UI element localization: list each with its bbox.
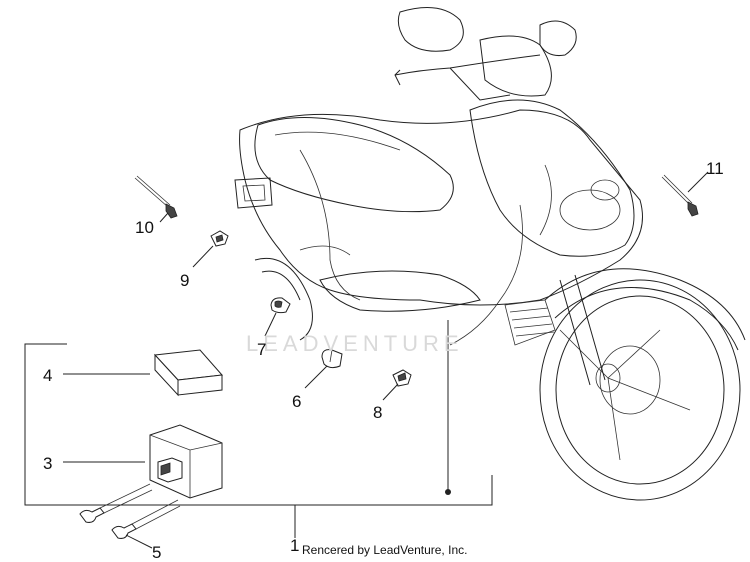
- watermark: LEADVENTURE: [246, 331, 464, 356]
- callout-7[interactable]: 7: [257, 340, 267, 359]
- part-3-battery-box: [149, 424, 223, 499]
- part-6-clip: [321, 349, 343, 369]
- callout-9[interactable]: 9: [180, 271, 190, 290]
- leader-7: [264, 312, 277, 337]
- part-8-clip: [392, 369, 412, 387]
- part-9-clip: [210, 230, 229, 247]
- leader-10: [159, 212, 169, 223]
- callout-8[interactable]: 8: [373, 403, 383, 422]
- part-10-cable-tie: [134, 175, 178, 219]
- callout-1[interactable]: 1: [290, 536, 300, 555]
- callout-6[interactable]: 6: [292, 392, 302, 411]
- leader-9: [192, 245, 214, 268]
- part-7-clamp: [270, 297, 291, 314]
- harness-connection-dot: [445, 489, 451, 495]
- leader-8: [382, 383, 399, 401]
- group-bracket-1: [24, 343, 493, 506]
- rendered-by-credit: Rencered by LeadVenture, Inc.: [302, 543, 468, 557]
- leader-5: [125, 534, 153, 549]
- callout-4[interactable]: 4: [43, 366, 53, 385]
- callout-3[interactable]: 3: [43, 454, 53, 473]
- part-5-screws: [79, 483, 181, 539]
- callout-5[interactable]: 5: [152, 543, 162, 562]
- scooter-illustration: [234, 7, 746, 501]
- leader-11: [687, 171, 709, 193]
- callout-10[interactable]: 10: [135, 218, 154, 237]
- part-4-pad: [153, 349, 224, 397]
- callout-11[interactable]: 11: [706, 159, 724, 178]
- leader-6: [304, 365, 328, 389]
- part-11-cable-tie: [661, 174, 699, 217]
